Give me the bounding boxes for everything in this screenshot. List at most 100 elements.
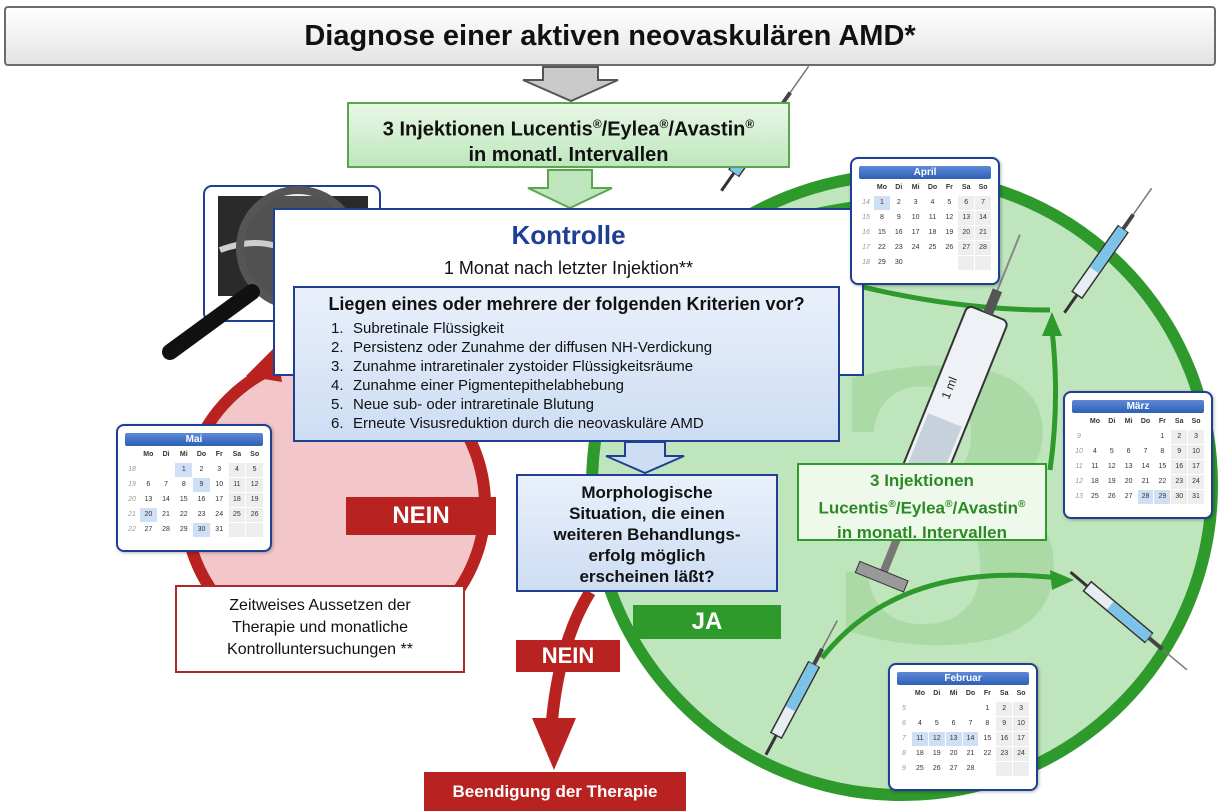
criteria-item: 2.Persistenz oder Zunahme der diffusen N…: [331, 338, 828, 357]
calendar-day: 9: [193, 478, 210, 492]
calendar-day: 18: [912, 747, 928, 761]
calendar-day: 5: [941, 196, 958, 210]
morph-line: erfolg möglich: [588, 546, 706, 565]
calendar-day-header: Fr: [941, 181, 958, 195]
calendar-day: [246, 523, 263, 537]
calendar-day-header: Di: [157, 448, 175, 462]
criteria-num: 1.: [331, 320, 344, 337]
calendar-day: 1: [874, 196, 890, 210]
green-arrowhead-4: [1050, 570, 1074, 590]
calendar-day-header: Fr: [979, 687, 996, 701]
calendar-day: 19: [1103, 475, 1120, 489]
criteria-box: Liegen eines oder mehrere der folgenden …: [293, 286, 840, 442]
criteria-item: 4.Zunahme einer Pigmentepithelabhebung: [331, 376, 828, 395]
calendar-day: 30: [193, 523, 210, 537]
morph-line: Morphologische: [581, 483, 713, 502]
calendar-day: 20: [1120, 475, 1137, 489]
calendar-day: [996, 762, 1013, 776]
calendar-day: 6: [958, 196, 975, 210]
calendar-day: [140, 463, 157, 477]
calendar-day: 25: [1087, 490, 1103, 504]
calendar-day-header: Do: [1137, 415, 1154, 429]
criteria-list: 1.Subretinale Flüssigkeit 2.Persistenz o…: [305, 319, 828, 433]
calendar-day: 20: [140, 508, 157, 522]
calendar-day: 1: [979, 702, 996, 716]
reg-mark: ®: [888, 499, 896, 510]
calendar-day: [924, 256, 941, 270]
calendar-day: 27: [945, 762, 962, 776]
calendar-day: 23: [890, 241, 907, 255]
calendar-week-number: 22: [125, 523, 139, 537]
calendar-day-header: So: [1188, 415, 1204, 429]
calendar-day: 4: [1087, 445, 1103, 459]
calendar-day: 26: [941, 241, 958, 255]
calendar-day: 19: [941, 226, 958, 240]
criteria-text: Zunahme intraretinaler zystoider Flüssig…: [353, 358, 694, 375]
inj-right-eylea: /Eylea: [895, 498, 946, 518]
calendar-day: 7: [975, 196, 991, 210]
calendar-day: 3: [1188, 430, 1204, 444]
calendar-day: 14: [1137, 460, 1154, 474]
criteria-num: 4.: [331, 377, 344, 394]
calendar-week-number: 9: [1072, 430, 1086, 444]
calendar-day: 27: [140, 523, 157, 537]
calendar-day: 10: [210, 478, 228, 492]
calendar-day-header: Do: [962, 687, 979, 701]
pause-line: Therapie und monatliche: [231, 619, 409, 636]
calendar-corner: [1072, 415, 1086, 429]
calendar-day: 16: [193, 493, 210, 507]
calendar-day: 17: [907, 226, 924, 240]
calendar-day-header: Sa: [1171, 415, 1188, 429]
calendar-day: 9: [890, 211, 907, 225]
calendar-day-header: Mi: [907, 181, 924, 195]
calendar-day: 3: [210, 463, 228, 477]
green-arrow-bottom: [820, 572, 1059, 660]
calendar-day: 13: [140, 493, 157, 507]
calendar-day: [228, 523, 246, 537]
calendar-week-number: 11: [1072, 460, 1086, 474]
calendar-day: 14: [962, 732, 979, 746]
calendar-day: 23: [193, 508, 210, 522]
calendar-day: 4: [912, 717, 928, 731]
calendar-day: 2: [1171, 430, 1188, 444]
calendar-day: 12: [246, 478, 263, 492]
calendar-day: 10: [907, 211, 924, 225]
diagnosis-title: Diagnose einer aktiven neovaskulären AMD…: [4, 6, 1216, 66]
calendar-day: [975, 256, 991, 270]
calendar-day: 13: [958, 211, 975, 225]
calendar-day: [907, 256, 924, 270]
calendar-day-header: Fr: [1154, 415, 1171, 429]
calendar-month-title: März: [1072, 400, 1204, 413]
calendar-day: 22: [175, 508, 193, 522]
calendar-day: 29: [874, 256, 890, 270]
calendar-day: 17: [210, 493, 228, 507]
criteria-text: Erneute Visusreduktion durch die neovask…: [353, 415, 704, 432]
calendar-week-number: 16: [859, 226, 873, 240]
calendar-day: 11: [228, 478, 246, 492]
calendar-day: 29: [1154, 490, 1171, 504]
calendar-day-header: Mo: [140, 448, 157, 462]
calendar-corner: [125, 448, 139, 462]
calendar-day: 11: [924, 211, 941, 225]
calendar-day: 9: [996, 717, 1013, 731]
calendar-day: 17: [1188, 460, 1204, 474]
calendar-day: 30: [1171, 490, 1188, 504]
calendar-day: 4: [228, 463, 246, 477]
reg-mark: ®: [592, 117, 602, 131]
calendar-day: 17: [1013, 732, 1029, 746]
inj-right-line3: in monatl. Intervallen: [836, 522, 1008, 542]
calendar-day: 18: [1087, 475, 1103, 489]
calendar-day: 24: [1188, 475, 1204, 489]
nein-label-bottom: NEIN: [516, 640, 620, 672]
calendar-day: 21: [157, 508, 175, 522]
inj-right-line1: 3 Injektionen: [870, 471, 974, 490]
calendar-week-number: 12: [1072, 475, 1086, 489]
calendar-day: 19: [928, 747, 945, 761]
calendar-day: 6: [1120, 445, 1137, 459]
calendar-week-number: 17: [859, 241, 873, 255]
calendar-day: 12: [941, 211, 958, 225]
calendar-day: 25: [228, 508, 246, 522]
